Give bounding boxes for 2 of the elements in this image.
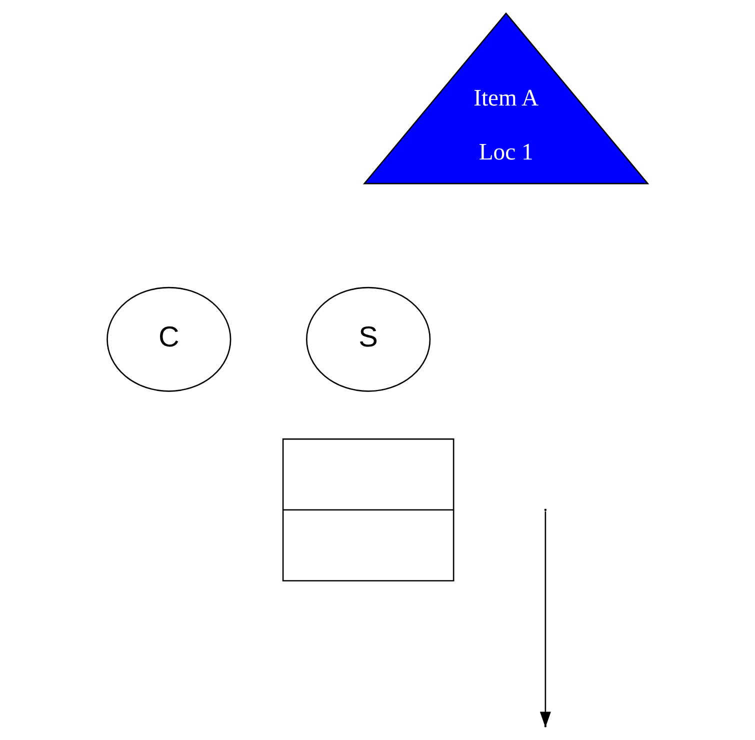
- node-ellipse: S: [306, 286, 431, 392]
- node-ellipse: C: [106, 286, 232, 392]
